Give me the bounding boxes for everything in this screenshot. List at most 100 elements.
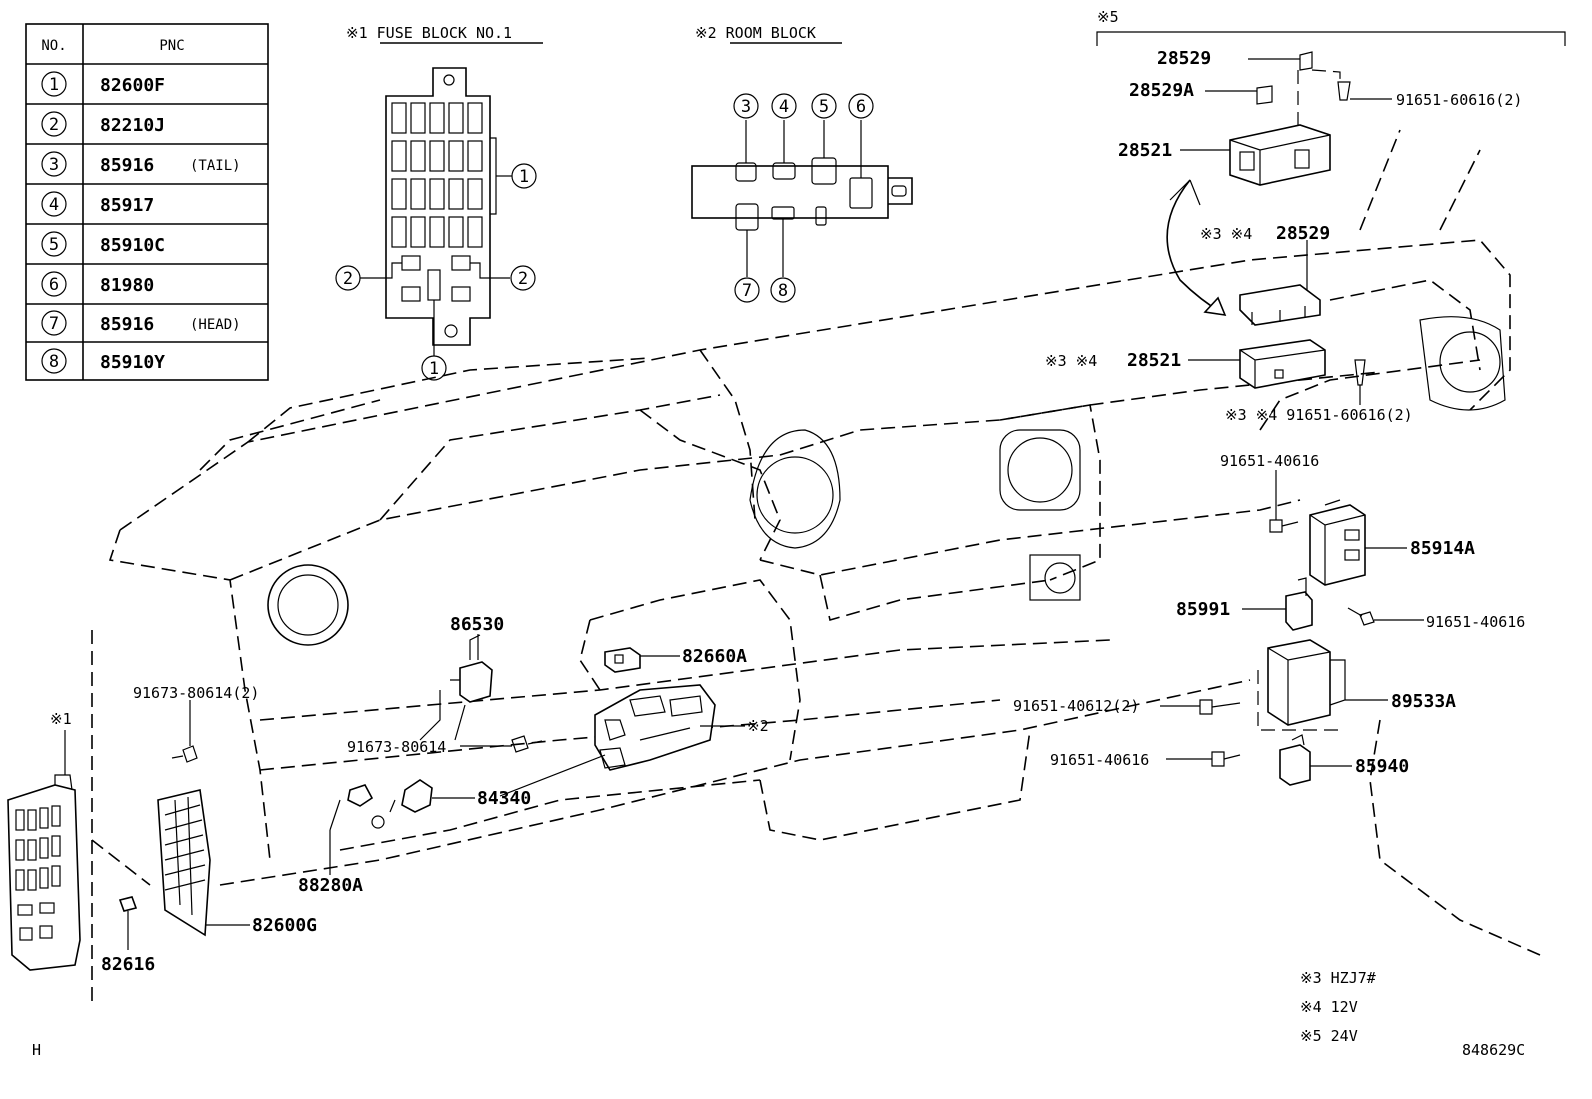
row-pnc: 85910Y (100, 352, 165, 373)
part-91651-60616-mid: ※3 ※4 91651-60616(2) (1225, 406, 1413, 424)
room-callout-4: 4 (779, 97, 789, 117)
part-91673-80614-2: 91673-80614(2) (133, 684, 259, 702)
fuse-callout-2a: 2 (343, 269, 353, 289)
row-pnc: 85910C (100, 235, 165, 256)
room-callout-8: 8 (778, 281, 788, 301)
screw-icon (1269, 519, 1283, 533)
note5-bracket: ※5 (1096, 8, 1566, 46)
fuse-callout-1b: 1 (429, 359, 439, 379)
room-callout-3: 3 (741, 97, 751, 117)
socket-82660A (604, 647, 641, 673)
fuse-callout-1a: 1 (519, 167, 529, 187)
dashboard-outline (91, 129, 1541, 1005)
row-note: (HEAD) (190, 317, 241, 333)
row-pnc: 81980 (100, 275, 154, 296)
pnc-table: NO. PNC 1 82600F 2 82210J 3 85916 (TAIL)… (25, 23, 269, 381)
row-number: 6 (49, 275, 59, 295)
row-number: 3 (49, 155, 59, 175)
fuse-block-detail: ※1 FUSE BLOCK NO.1 1 2 2 1 (335, 24, 543, 381)
note-3: ※3 HZJ7# (1300, 969, 1376, 987)
row-number: 7 (49, 314, 59, 334)
part-28521-mid-ref: ※3 ※4 (1045, 352, 1097, 370)
part-82660A: 82660A (682, 646, 747, 667)
row-number: 2 (49, 115, 59, 135)
fuse-block-assembly (7, 774, 81, 971)
relay-28521-lower (1239, 339, 1326, 389)
part-89533A: 89533A (1391, 691, 1456, 712)
part-28529-top: 28529 (1157, 48, 1211, 69)
fuse-puller-82616 (118, 896, 138, 912)
illustration-code: 848629C (1462, 1041, 1525, 1059)
part-85914A: 85914A (1410, 538, 1475, 559)
row-pnc: 82600F (100, 75, 165, 96)
bolt-upper (1354, 359, 1366, 405)
row-pnc: 85916 (100, 155, 154, 176)
table-row: 4 85917 (41, 191, 154, 217)
note-4: ※4 12V (1300, 998, 1358, 1016)
table-row: 6 81980 (41, 271, 154, 297)
arrow-head-icon (1203, 296, 1227, 317)
part-28529-mid-ref: ※3 ※4 (1200, 225, 1252, 243)
note-5: ※5 24V (1300, 1027, 1358, 1045)
part-91673-80614: 91673-80614 (347, 738, 446, 756)
part-28521-mid: 28521 (1127, 350, 1181, 371)
cover-82600G (157, 789, 211, 937)
flasher-86530 (419, 634, 493, 741)
table-head-pnc: PNC (159, 38, 184, 54)
row-pnc: 82210J (100, 115, 165, 136)
row-number: 4 (49, 195, 59, 215)
part-91651-60616-top: 91651-60616(2) (1396, 91, 1522, 109)
part-82616: 82616 (101, 954, 155, 975)
relay-85914A (1309, 499, 1366, 586)
table-row: 3 85916 (TAIL) (41, 151, 241, 177)
row-number: 5 (49, 235, 59, 255)
table-row: 7 85916 (HEAD) (41, 310, 241, 336)
part-91651-40616-c: 91651-40616 (1050, 751, 1149, 769)
part-91651-40616-a: 91651-40616 (1220, 452, 1319, 470)
screw-icon (1199, 699, 1213, 715)
part-88280A: 88280A (298, 875, 363, 896)
part-85940: 85940 (1355, 756, 1409, 777)
room-block-assembly (594, 684, 716, 771)
ref-room-block: ※2 (747, 717, 769, 735)
footer-letter: H (32, 1041, 41, 1059)
table-head-no: NO. (41, 38, 66, 54)
room-block-heading: ※2 ROOM BLOCK (695, 24, 816, 42)
bolt-91673-2 (171, 700, 198, 763)
part-28529A: 28529A (1129, 80, 1194, 101)
row-pnc: 85917 (100, 195, 154, 216)
part-91651-40616-b: 91651-40616 (1426, 613, 1525, 631)
part-82600G: 82600G (252, 915, 317, 936)
part-86530: 86530 (450, 614, 504, 635)
table-row: 1 82600F (41, 71, 165, 97)
part-85991: 85991 (1176, 599, 1230, 620)
ref-fuse-block: ※1 (50, 710, 72, 728)
row-note: (TAIL) (190, 158, 241, 174)
switch-84340 (329, 754, 606, 831)
bracket-28529-lower (1239, 240, 1321, 326)
unit-89533A (1257, 639, 1346, 731)
part-91651-40612: 91651-40612(2) (1013, 697, 1139, 715)
part-28521-top: 28521 (1118, 140, 1172, 161)
note5-bracket-label: ※5 (1097, 8, 1119, 26)
room-callout-5: 5 (819, 97, 829, 117)
part-84340: 84340 (477, 788, 531, 809)
row-number: 1 (49, 75, 59, 95)
row-pnc: 85916 (100, 314, 154, 335)
table-row: 2 82210J (41, 111, 165, 137)
room-callout-6: 6 (856, 97, 866, 117)
arrow (1166, 179, 1226, 316)
relay-85991 (1285, 577, 1313, 631)
dashboard-gauges (267, 316, 1506, 646)
screw-icon (1211, 751, 1225, 767)
table-row: 8 85910Y (41, 348, 165, 374)
room-callout-7: 7 (742, 281, 752, 301)
table-row: 5 85910C (41, 231, 165, 257)
fuse-callout-2b: 2 (518, 269, 528, 289)
room-block-detail: ※2 ROOM BLOCK 3 4 5 6 7 8 (691, 24, 913, 303)
relay-85940 (1279, 734, 1311, 786)
bolt-91673 (511, 735, 543, 753)
relay-28521-upper (1229, 51, 1351, 186)
part-28529-mid: 28529 (1276, 223, 1330, 244)
